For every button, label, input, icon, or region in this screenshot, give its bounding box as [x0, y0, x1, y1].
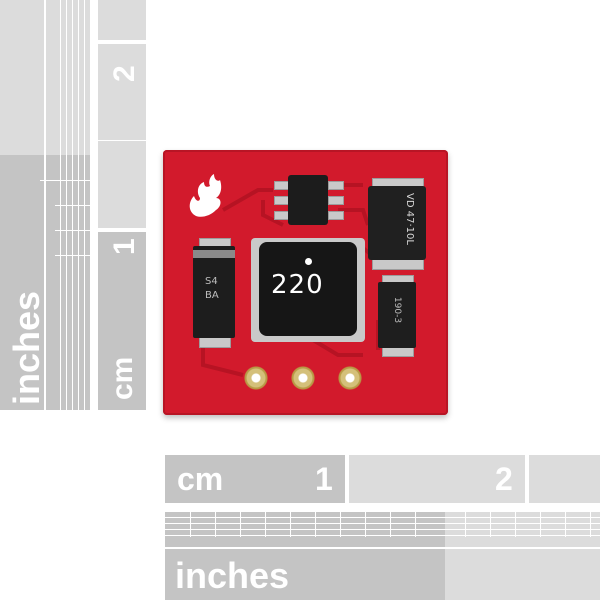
ic-pin	[328, 181, 344, 190]
inch-tick	[55, 255, 90, 256]
inch-tick	[40, 180, 90, 181]
small-cap-body	[378, 282, 416, 348]
ruler-cm-mark-2-horizontal: 2	[495, 461, 513, 497]
diode-body	[193, 246, 235, 338]
inch-tick	[490, 512, 491, 537]
inch-tick	[390, 512, 391, 537]
diode-cathode-band	[193, 250, 235, 258]
horizontal-cm-strip-light	[349, 455, 525, 503]
inch-tick	[290, 512, 291, 537]
inch-tick	[55, 230, 90, 231]
pcb-board: VD 47·10L S4 BA 220 190-3	[163, 150, 448, 415]
inch-tick	[165, 517, 600, 518]
inductor: 220	[251, 238, 365, 342]
inch-tick	[265, 512, 266, 537]
ruler-cm-mark-1-vertical: 1	[108, 238, 141, 255]
ruler-cm-mark-2-vertical: 2	[108, 65, 141, 82]
inductor-label: 220	[271, 270, 324, 300]
inch-tick	[55, 205, 90, 206]
horizontal-inch-strip-light	[445, 512, 600, 600]
cap-marking: VD 47·10L	[404, 193, 415, 245]
horizontal-cm-strip-light2	[529, 455, 600, 503]
diode-marking-1: S4	[205, 276, 218, 287]
ruler-inches-label-horizontal: inches	[175, 555, 290, 596]
header-hole-3	[337, 365, 363, 391]
inch-tick	[515, 512, 516, 537]
ic-pin	[328, 211, 344, 220]
inductor-body	[259, 242, 357, 336]
inch-tick	[190, 512, 191, 537]
vertical-cm-strip-mid	[98, 44, 146, 228]
ruler-cm-mark-1-horizontal: 1	[315, 461, 333, 497]
ruler-cm-label-vertical: cm	[106, 356, 139, 400]
ic-pin	[328, 196, 344, 205]
ruler-inches-label-vertical: inches	[6, 290, 47, 405]
header-hole-2	[290, 365, 316, 391]
header-hole-1	[243, 365, 269, 391]
vertical-cm-strip-upper	[98, 0, 146, 40]
small-cap-marking: 190-3	[392, 296, 403, 324]
diode-marking-2: BA	[205, 290, 219, 301]
inch-tick	[540, 512, 541, 537]
inch-tick	[165, 523, 600, 524]
vertical-ruler: inches cm 1 2	[0, 0, 150, 412]
horizontal-ruler: cm 1 2 inches	[165, 455, 600, 600]
inch-tick	[590, 512, 591, 537]
inch-tick	[340, 512, 341, 537]
inch-tick	[565, 512, 566, 537]
small-capacitor: 190-3	[378, 275, 416, 357]
inductor-dot	[305, 258, 312, 265]
cm-tick	[98, 140, 146, 141]
inch-tick	[44, 0, 46, 410]
tantalum-capacitor: VD 47·10L	[368, 178, 426, 270]
ic-chip	[274, 175, 344, 225]
inch-tick	[315, 512, 316, 537]
inch-tick	[365, 512, 366, 537]
horizontal-cm-strip-dark	[165, 455, 345, 503]
horizontal-inch-strip-dark	[165, 512, 445, 600]
inch-tick	[215, 512, 216, 537]
inch-tick	[415, 512, 416, 537]
cap-body	[368, 186, 426, 260]
ruler-cm-label-horizontal: cm	[177, 461, 224, 497]
inch-tick	[465, 512, 466, 537]
inch-tick	[165, 547, 600, 549]
inch-tick	[165, 535, 600, 536]
sparkfun-logo	[189, 174, 222, 217]
ic-body	[288, 175, 328, 225]
vertical-cm-strip-lower	[98, 232, 146, 410]
inch-tick	[165, 529, 600, 530]
inch-tick	[240, 512, 241, 537]
diode: S4 BA	[193, 238, 235, 348]
